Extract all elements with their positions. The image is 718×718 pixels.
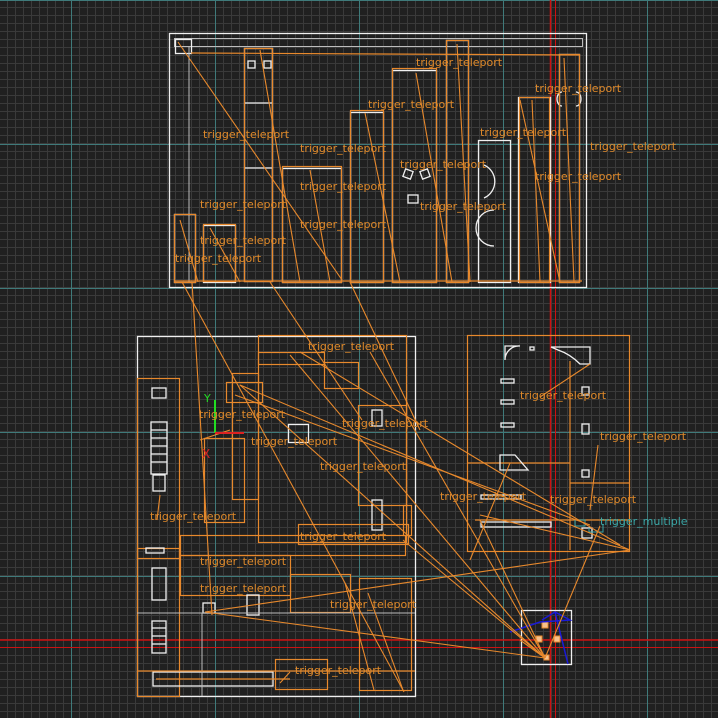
entity-label[interactable]: trigger_teleport [150,510,237,523]
entity-label[interactable]: trigger_teleport [550,493,637,506]
entity-label[interactable]: trigger_teleport [295,664,382,677]
entity-label[interactable]: trigger_teleport [368,98,455,111]
entity-label[interactable]: trigger_teleport [300,530,387,543]
entity-labels: trigger_teleport trigger_teleport trigge… [150,56,688,677]
entity-label[interactable]: trigger_teleport [300,142,387,155]
brush-right-building[interactable] [466,334,631,553]
entity-label[interactable]: trigger_teleport [400,158,487,171]
entity-label[interactable]: trigger_teleport [535,170,622,183]
entity-label[interactable]: trigger_teleport [342,417,429,430]
entity-label[interactable]: trigger_teleport [320,460,407,473]
entity-label[interactable]: trigger_teleport [200,234,287,247]
entity-label[interactable]: trigger_teleport [420,200,507,213]
entity-label[interactable]: trigger_teleport [300,180,387,193]
entity-label[interactable]: trigger_teleport [203,128,290,141]
entity-label[interactable]: trigger_teleport [199,408,286,421]
entity-label[interactable]: trigger_teleport [200,555,287,568]
orange-entities-top[interactable] [173,39,582,284]
entity-label[interactable]: trigger_teleport [330,598,417,611]
entity-label[interactable]: trigger_teleport [300,218,387,231]
origin-gizmo[interactable]: Y X [202,392,244,461]
entity-label[interactable]: trigger_teleport [200,582,287,595]
entity-label[interactable]: trigger_teleport [200,198,287,211]
entity-label[interactable]: trigger_teleport [308,340,395,353]
teleport-target-links [156,281,631,693]
brush-main-building[interactable] [136,334,417,698]
entity-label[interactable]: trigger_teleport [535,82,622,95]
entity-label[interactable]: trigger_teleport [590,140,677,153]
gizmo-x-label: X [202,447,210,461]
entity-label[interactable]: trigger_teleport [416,56,503,69]
trigger-multiple-label[interactable]: trigger_multiple [600,515,688,528]
entity-label[interactable]: trigger_teleport [440,490,527,503]
entity-label[interactable]: trigger_teleport [520,389,607,402]
entity-label[interactable]: trigger_teleport [175,252,262,265]
entity-label[interactable]: trigger_teleport [600,430,687,443]
entity-label[interactable]: trigger_teleport [251,435,338,448]
entity-label[interactable]: trigger_teleport [480,126,567,139]
gizmo-y-label: Y [203,392,211,405]
